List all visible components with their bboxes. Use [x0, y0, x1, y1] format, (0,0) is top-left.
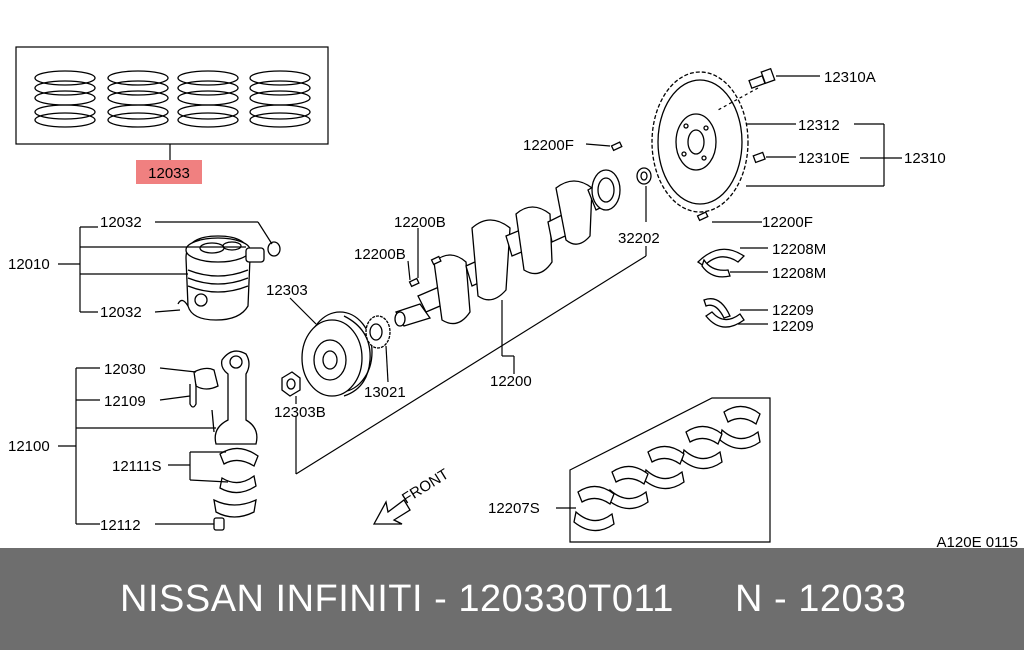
label-12209-upper[interactable]: 12209: [772, 302, 814, 319]
exploded-view-drawing: 12033 12032 12010 12032: [8, 46, 1018, 548]
label-12207S[interactable]: 12207S: [488, 500, 540, 517]
crankshaft[interactable]: [394, 169, 621, 327]
label-12032-top[interactable]: 12032: [100, 214, 142, 231]
part-code: N - 12033: [735, 578, 907, 620]
thrust-washers[interactable]: [696, 248, 746, 328]
label-12033[interactable]: 12033: [148, 165, 190, 182]
piston[interactable]: [177, 235, 281, 321]
drawing-code: A120E 0115: [937, 534, 1018, 548]
front-label: FRONT: [399, 466, 452, 508]
label-12303B[interactable]: 12303B: [274, 404, 326, 421]
brand-part-number: NISSAN INFINITI - 120330T011: [120, 578, 674, 620]
label-32202[interactable]: 32202: [618, 230, 660, 247]
label-13021[interactable]: 13021: [364, 384, 406, 401]
label-12208M-upper[interactable]: 12208M: [772, 241, 826, 258]
label-12111S[interactable]: 12111S: [112, 458, 162, 475]
flywheel[interactable]: [651, 71, 749, 213]
label-12200F-upper[interactable]: 12200F: [523, 137, 574, 154]
crank-sprocket[interactable]: [365, 315, 391, 349]
main-bearing-set[interactable]: [556, 397, 771, 543]
label-12200B-lower[interactable]: 12200B: [354, 246, 406, 263]
label-12310A[interactable]: 12310A: [824, 69, 876, 86]
label-12010[interactable]: 12010: [8, 256, 50, 273]
label-12109[interactable]: 12109: [104, 393, 146, 410]
footer-bar: NISSAN INFINITI - 120330T011 N - 12033: [0, 548, 1024, 650]
crank-keys[interactable]: [408, 141, 709, 288]
label-12200F-lower[interactable]: 12200F: [762, 214, 813, 231]
highlight-box: [136, 160, 202, 184]
label-12208M-lower[interactable]: 12208M: [772, 265, 826, 282]
piston-leaders: [58, 221, 273, 313]
label-12032-bottom[interactable]: 12032: [100, 304, 142, 321]
pulley-leaders: [289, 297, 389, 404]
crank-pulley[interactable]: [301, 311, 373, 397]
pulley-bolt[interactable]: [281, 371, 301, 397]
pilot-bushing[interactable]: [636, 167, 652, 185]
label-12200B-upper[interactable]: 12200B: [394, 214, 446, 231]
flywheel-leaders: [717, 75, 902, 187]
crank-leaders: [295, 143, 762, 475]
label-12310E[interactable]: 12310E: [798, 150, 850, 167]
label-12030[interactable]: 12030: [104, 361, 146, 378]
parts-diagram: 12033 12032 12010 12032: [8, 46, 1018, 548]
con-rod-leaders: [58, 367, 229, 525]
label-12112[interactable]: 12112: [100, 517, 141, 534]
piston-ring-set[interactable]: [15, 46, 329, 160]
label-12200[interactable]: 12200: [490, 373, 532, 390]
label-12303[interactable]: 12303: [266, 282, 308, 299]
front-arrow-icon: [372, 499, 411, 525]
connecting-rod[interactable]: [189, 350, 259, 531]
label-12209-lower[interactable]: 12209: [772, 318, 814, 335]
flywheel-bolt[interactable]: [748, 67, 776, 164]
thrust-leaders: [730, 247, 768, 325]
label-12100[interactable]: 12100: [8, 438, 50, 455]
label-12312[interactable]: 12312: [798, 117, 840, 134]
label-12310[interactable]: 12310: [904, 150, 946, 167]
